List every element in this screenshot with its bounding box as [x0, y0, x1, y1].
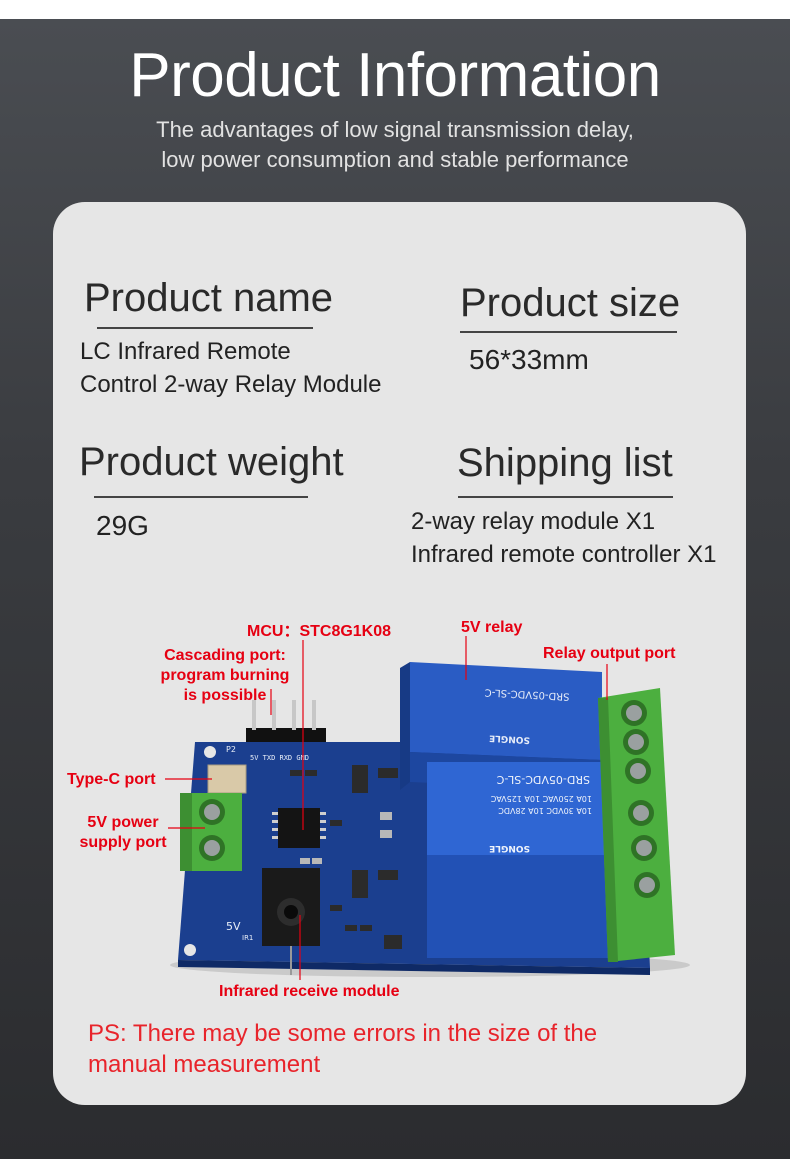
product-weight-heading: Product weight	[79, 440, 344, 484]
product-size-value: 56*33mm	[469, 344, 589, 375]
callout-power-line-2: supply port	[79, 834, 167, 851]
callout-cascading-line-1: Cascading port:	[164, 647, 286, 664]
shipping-list-underline	[458, 496, 673, 498]
shipping-item-1: 2-way relay module X1	[411, 508, 656, 535]
callout-power: 5V power supply port	[76, 813, 170, 853]
mcu-chip	[278, 808, 320, 848]
product-weight-underline	[94, 496, 308, 498]
silk-5v: 5V	[226, 920, 241, 933]
relay-2: SRD-05VDC-SL-C 10A 250VAC 10A 125VAC 10A…	[427, 762, 608, 958]
callout-relay-output: Relay output port	[543, 645, 676, 662]
relay-2-brand: SONGLE	[489, 843, 530, 853]
product-name-heading: Product name	[84, 276, 334, 320]
callout-cascading-line-2: program burning	[160, 667, 290, 684]
relay-output-terminal-block	[598, 688, 675, 962]
relay-1-model: SRD-05VDC-SL-C	[485, 686, 570, 701]
callout-power-line-1: 5V power	[87, 814, 159, 831]
product-size-heading: Product size	[460, 281, 681, 325]
subtitle-line-2: low power consumption and stable perform…	[161, 147, 629, 172]
subtitle-line-1: The advantages of low signal transmissio…	[156, 117, 634, 142]
product-weight-value: 29G	[96, 510, 149, 541]
ir-receiver	[262, 868, 320, 975]
page-title: Product Information	[129, 41, 661, 110]
callout-cascading-line-3: is possible	[183, 687, 267, 704]
callout-mcu: MCU：STC8G1K08	[247, 623, 392, 640]
pin-labels: 5V TXD RXD GND	[250, 754, 309, 762]
relay-2-model: SRD-05VDC-SL-C	[496, 773, 590, 786]
silk-p2: P2	[226, 745, 236, 754]
relay-1-brand: SONGLE	[489, 732, 530, 744]
callout-cascading: Cascading port: program burning is possi…	[152, 646, 298, 706]
callout-typec: Type-C port	[67, 771, 156, 788]
callout-ir-module: Infrared receive module	[219, 983, 400, 1000]
silk-ir1: IR1	[242, 934, 253, 942]
typec-connector	[207, 764, 247, 794]
callout-5v-relay: 5V relay	[461, 619, 523, 636]
product-name-underline	[97, 327, 313, 329]
pin-header	[246, 700, 326, 742]
relay-2-rating-2: 10A 30VDC 10A 28VDC	[498, 806, 592, 815]
shipping-list-heading: Shipping list	[457, 441, 673, 485]
shipping-item-2: Infrared remote controller X1	[411, 541, 717, 568]
product-size-underline	[460, 331, 677, 333]
relay-2-rating-1: 10A 250VAC 10A 125VAC	[490, 794, 592, 803]
product-name-line-2: Control 2-way Relay Module	[80, 371, 382, 398]
measurement-note: PS: There may be some errors in the size…	[88, 1020, 598, 1078]
power-terminal-block	[180, 793, 242, 871]
product-name-line-1: LC Infrared Remote	[80, 338, 291, 365]
